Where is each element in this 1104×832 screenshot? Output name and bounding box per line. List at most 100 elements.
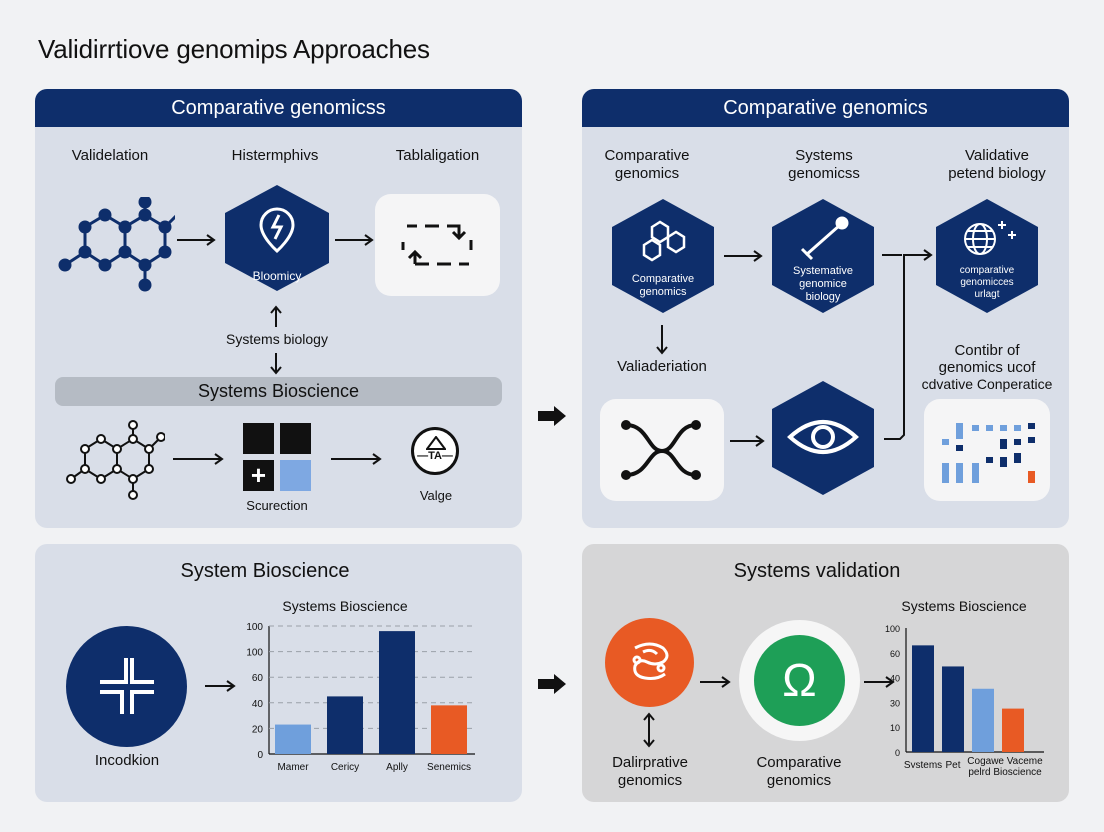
arrow-right-icon [730,435,765,447]
comparative-genomics-hexagon [612,199,714,313]
molecule-icon-2 [66,420,165,500]
right-note-line: cdvative Conperatice [921,376,1053,392]
hexagon-label-line: genomice [799,278,847,290]
panel-header: Comparative genomics [582,89,1069,127]
arrow-right-icon [335,234,374,246]
x-tick-label: Cericy [331,762,359,773]
network-curve-icon [621,420,701,480]
bar [275,724,311,754]
hexagon-label-line: Comparative [631,273,695,285]
badge-label: Valge [419,488,453,503]
arrow-right-icon [864,676,895,688]
down-arrow-icon [270,353,282,375]
bar [972,688,994,752]
panel-title: Systems validation [733,560,901,582]
hexagon-label-line: biology [805,291,841,303]
page-title: Validirrtiove genomips Approaches [38,34,430,64]
column-label-line: Comparative [604,147,690,164]
y-tick-label: 40 [890,674,900,684]
bar [1002,708,1024,752]
updown-arrow-icon [270,305,282,327]
right-note-line: genomics ucof [938,359,1036,376]
column-label-line: petend biology [948,165,1046,182]
y-tick-label: 10 [890,723,900,733]
x-tick-label: Aplly [386,762,408,773]
bloomicy-hexagon [225,185,329,291]
down-arrow-icon [656,325,668,355]
y-tick-label: 0 [257,750,263,761]
triangle-icon [426,436,446,450]
square-grid: + [243,423,311,491]
arrow-right-icon [724,250,763,262]
arrow-right-icon [205,680,236,692]
bar [327,696,363,754]
mini-bar-grid-icon [942,423,1035,483]
intestine-shape-icon [632,642,669,680]
mid-label-line: Comparative [756,754,842,771]
panel-title: System Bioscience [180,560,350,582]
column-label-histermphivs: Histermphivs [231,147,319,164]
y-tick-label: 60 [252,673,264,684]
bar [942,666,964,752]
y-tick-label: 100 [246,622,263,633]
column-label-line: Validative [965,147,1029,164]
systems-bioscience-bar: Systems Bioscience [55,377,502,406]
arrow-right-icon [700,676,731,688]
y-tick-label: 100 [885,624,900,634]
omega-icon: Ω [754,635,845,726]
bar [431,705,467,754]
grid-square [280,423,311,454]
x-tick-label: Senemics [427,762,471,773]
chart-title: Systems Bioscience [901,598,1027,614]
elbow-arrow-icon [882,249,933,440]
validation-label: Valiaderiation [617,358,707,375]
big-arrow-right-icon [538,674,566,694]
chart-title: Systems Bioscience [282,598,408,614]
column-label-line: genomics [614,165,680,182]
bar [912,645,934,752]
icon-label: Incodkion [94,752,160,769]
hexagon-label-line: genomicces [960,277,1014,288]
hexagon-label-line: comparative [959,265,1015,276]
arrow-right-icon [173,453,224,465]
updown-arrow-icon [643,712,655,748]
omega-icon-ring: Ω [739,620,860,741]
panel-header: Comparative genomicss [35,89,522,127]
bar [379,631,415,754]
cross-arrows-icon [100,658,154,714]
hexagon-label-line: genomics [639,286,687,298]
column-label-line: genomicss [788,165,860,182]
eye-hexagon [772,381,874,495]
grid-square [243,423,274,454]
column-label-line: Systems [795,147,853,164]
left-label-line: genomics [617,772,683,789]
hexagon-label: Bloomicy [252,269,302,283]
chart-extra-line: Cogawe Vaceme [967,756,1043,767]
grid-square [280,460,311,491]
swap-card [375,194,500,296]
arrow-right-icon [331,453,382,465]
grid-square-plus: + [243,460,274,491]
y-tick-label: 60 [890,649,900,659]
swap-arrows-icon [401,224,473,266]
y-tick-label: 20 [252,724,264,735]
mid-label-line: genomics [766,772,832,789]
incodkion-icon [66,626,187,747]
grid-label: Scurection [246,498,308,513]
network-card [600,399,724,501]
y-tick-label: 40 [252,699,264,710]
big-arrow-right-icon [538,406,566,426]
hexagon-label-line: Systemative [793,265,853,277]
column-label-tablaligation: Tablaligation [395,147,480,164]
badge-icon: —TA— [411,427,459,475]
